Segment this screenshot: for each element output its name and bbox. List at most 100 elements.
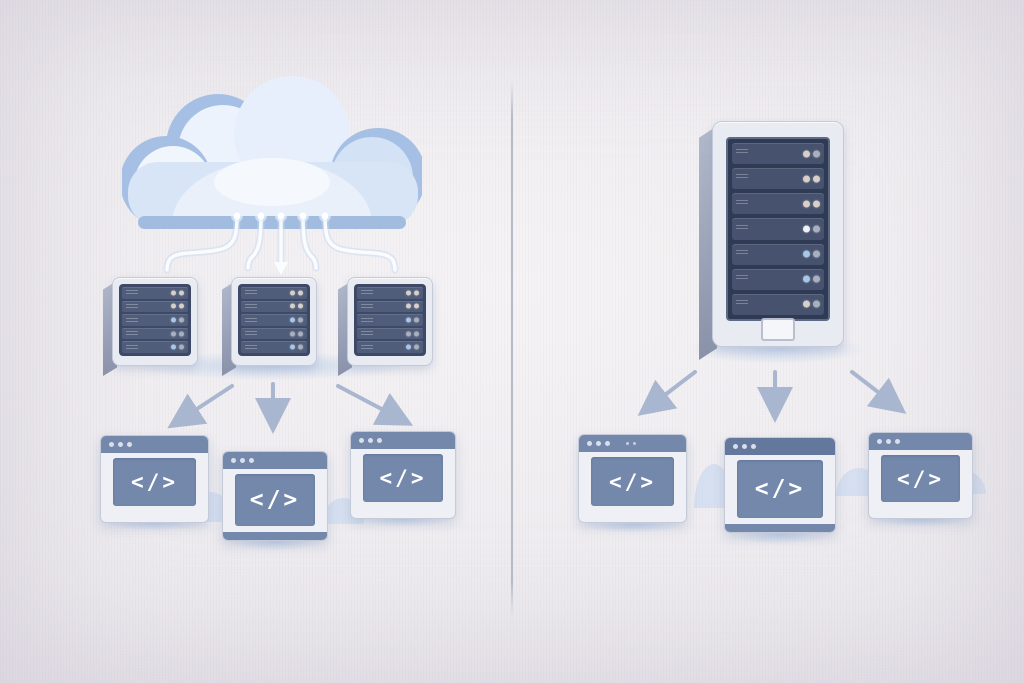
led-group — [406, 344, 419, 350]
server-slot — [732, 243, 824, 265]
led-indicator — [813, 250, 820, 258]
led-indicator — [290, 290, 295, 296]
cloud-icon — [122, 76, 422, 229]
led-indicator — [813, 175, 820, 183]
slot-label-lines — [736, 275, 748, 282]
code-icon: </> — [897, 466, 944, 491]
led-indicator — [171, 317, 176, 323]
rack-server-2 — [222, 277, 317, 376]
rack-server-1 — [103, 277, 198, 376]
slot-label-lines — [361, 304, 373, 311]
server-slot — [732, 218, 824, 240]
slot-label-lines — [361, 344, 373, 351]
window-titlebar — [869, 433, 972, 450]
server-slot — [732, 193, 824, 215]
code-panel: </> — [363, 454, 443, 502]
led-group — [803, 300, 820, 308]
led-indicator — [290, 344, 295, 350]
led-group — [803, 175, 820, 183]
server-slot — [357, 341, 423, 353]
slot-label-lines — [245, 331, 257, 338]
led-group — [290, 344, 303, 350]
led-group — [803, 275, 820, 283]
code-panel: </> — [881, 455, 960, 502]
led-indicator — [290, 317, 295, 323]
server-casing — [231, 277, 317, 366]
section-divider — [511, 80, 513, 618]
led-group — [171, 303, 184, 309]
slot-label-lines — [126, 344, 138, 351]
led-group — [290, 303, 303, 309]
led-indicator — [414, 331, 419, 337]
server-slot — [122, 300, 188, 313]
data-flow-arrow — [167, 384, 234, 429]
led-indicator — [813, 200, 820, 208]
slot-label-lines — [736, 224, 748, 231]
server-slot — [357, 314, 423, 326]
led-indicator — [803, 250, 810, 258]
led-group — [290, 290, 303, 296]
led-indicator — [171, 290, 176, 296]
window-control-dot — [231, 458, 236, 463]
tower-rack-panel — [726, 137, 830, 321]
led-indicator — [179, 344, 184, 350]
slot-label-lines — [245, 304, 257, 311]
slot-label-lines — [736, 174, 748, 181]
cable — [165, 214, 239, 272]
led-indicator — [414, 290, 419, 296]
server-slot — [732, 143, 824, 165]
led-group — [406, 303, 419, 309]
led-indicator — [803, 225, 810, 233]
led-group — [406, 317, 419, 323]
led-group — [803, 150, 820, 158]
led-indicator — [803, 300, 810, 308]
led-group — [171, 331, 184, 337]
window-control-dot — [596, 441, 601, 446]
server-slot — [241, 287, 307, 299]
tower-casing — [712, 121, 844, 347]
code-icon: </> — [754, 476, 806, 502]
slot-label-lines — [245, 290, 257, 297]
server-slot — [732, 293, 824, 315]
cable — [301, 214, 318, 270]
window-control-dot — [751, 444, 756, 449]
cable-core-layer — [165, 214, 397, 272]
code-panel: </> — [737, 460, 823, 518]
slot-label-lines — [736, 300, 748, 307]
led-indicator — [298, 331, 303, 337]
window-control-dot — [127, 442, 132, 447]
led-indicator — [179, 317, 184, 323]
cable-glow-dots — [231, 210, 331, 222]
server-slot — [241, 314, 307, 326]
browser-window: </> — [724, 437, 836, 533]
led-group — [803, 250, 820, 258]
server-slot — [241, 327, 307, 340]
led-indicator — [290, 303, 295, 309]
browser-window: </> — [350, 431, 456, 519]
slot-label-lines — [245, 344, 257, 351]
window-control-dot — [895, 439, 900, 444]
led-indicator — [406, 344, 411, 350]
code-panel: </> — [113, 458, 196, 506]
data-flow-arrow — [850, 370, 907, 414]
cable — [323, 214, 397, 272]
code-panel: </> — [235, 474, 315, 526]
window-control-dot — [626, 442, 629, 445]
window-titlebar — [579, 435, 686, 452]
led-group — [290, 317, 303, 323]
window-control-dot — [733, 444, 738, 449]
led-indicator — [803, 200, 810, 208]
rack-server-3 — [338, 277, 433, 376]
code-icon: </> — [131, 470, 178, 494]
server-rack-panel — [354, 284, 426, 356]
slot-label-lines — [245, 317, 257, 324]
browser-window: </> — [222, 451, 328, 541]
led-indicator — [171, 331, 176, 337]
led-indicator — [813, 150, 820, 158]
led-indicator — [298, 303, 303, 309]
slot-label-lines — [126, 331, 138, 338]
slot-label-lines — [126, 304, 138, 311]
window-control-dot — [249, 458, 254, 463]
led-indicator — [803, 175, 810, 183]
led-indicator — [290, 331, 295, 337]
